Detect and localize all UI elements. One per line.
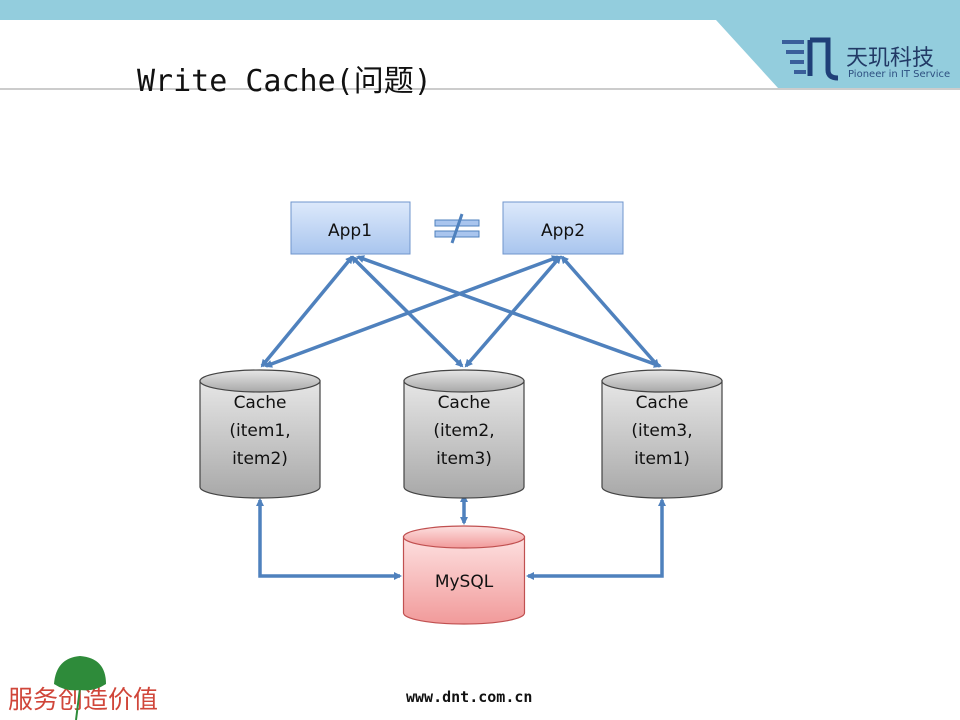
cache3-node-label-line: (item3,	[631, 421, 692, 441]
cache1-node-label-line: item2)	[232, 449, 288, 469]
cache3-node-label-line: Cache	[636, 393, 689, 413]
cache1-node-label-line: (item1,	[229, 421, 290, 441]
arrow-cache1-mysql	[256, 498, 402, 580]
app1-label: App1	[328, 221, 372, 241]
cache1-node: Cache (item1, item2)	[199, 369, 321, 499]
cache2-node: Cache (item2, item3)	[403, 369, 525, 499]
arrow-app1-cache3	[356, 255, 662, 368]
ginkgo-leaf-icon	[54, 656, 106, 720]
company-logo-icon	[782, 37, 839, 81]
header-band	[0, 0, 960, 90]
cache2-node-label-line: item3)	[436, 449, 492, 469]
cache3-node-label-line: item1)	[634, 449, 690, 469]
cache2-node-label-line: Cache	[438, 393, 491, 413]
arrow-cache3-mysql	[526, 498, 666, 580]
app2-label: App2	[541, 221, 585, 241]
logo-text: 天玑科技	[846, 46, 935, 71]
website-url: www.dnt.com.cn	[406, 688, 533, 706]
connections	[256, 255, 666, 580]
cache1-node-label-line: Cache	[234, 393, 287, 413]
cache3-node: Cache (item3, item1)	[601, 369, 723, 499]
arrow-app2-cache2	[464, 255, 562, 368]
cache2-node-label-line: (item2,	[433, 421, 494, 441]
mysql-node: MySQL	[402, 525, 526, 625]
mysql-node-label-line: MySQL	[435, 572, 494, 592]
not-equal-icon	[434, 213, 480, 244]
page-title: Write Cache(问题)	[137, 64, 432, 99]
logo-tagline: Pioneer in IT Service	[848, 69, 951, 80]
app1-node: App1	[290, 201, 411, 255]
app2-node: App2	[502, 201, 624, 255]
arrow-app2-cache3	[560, 255, 660, 368]
